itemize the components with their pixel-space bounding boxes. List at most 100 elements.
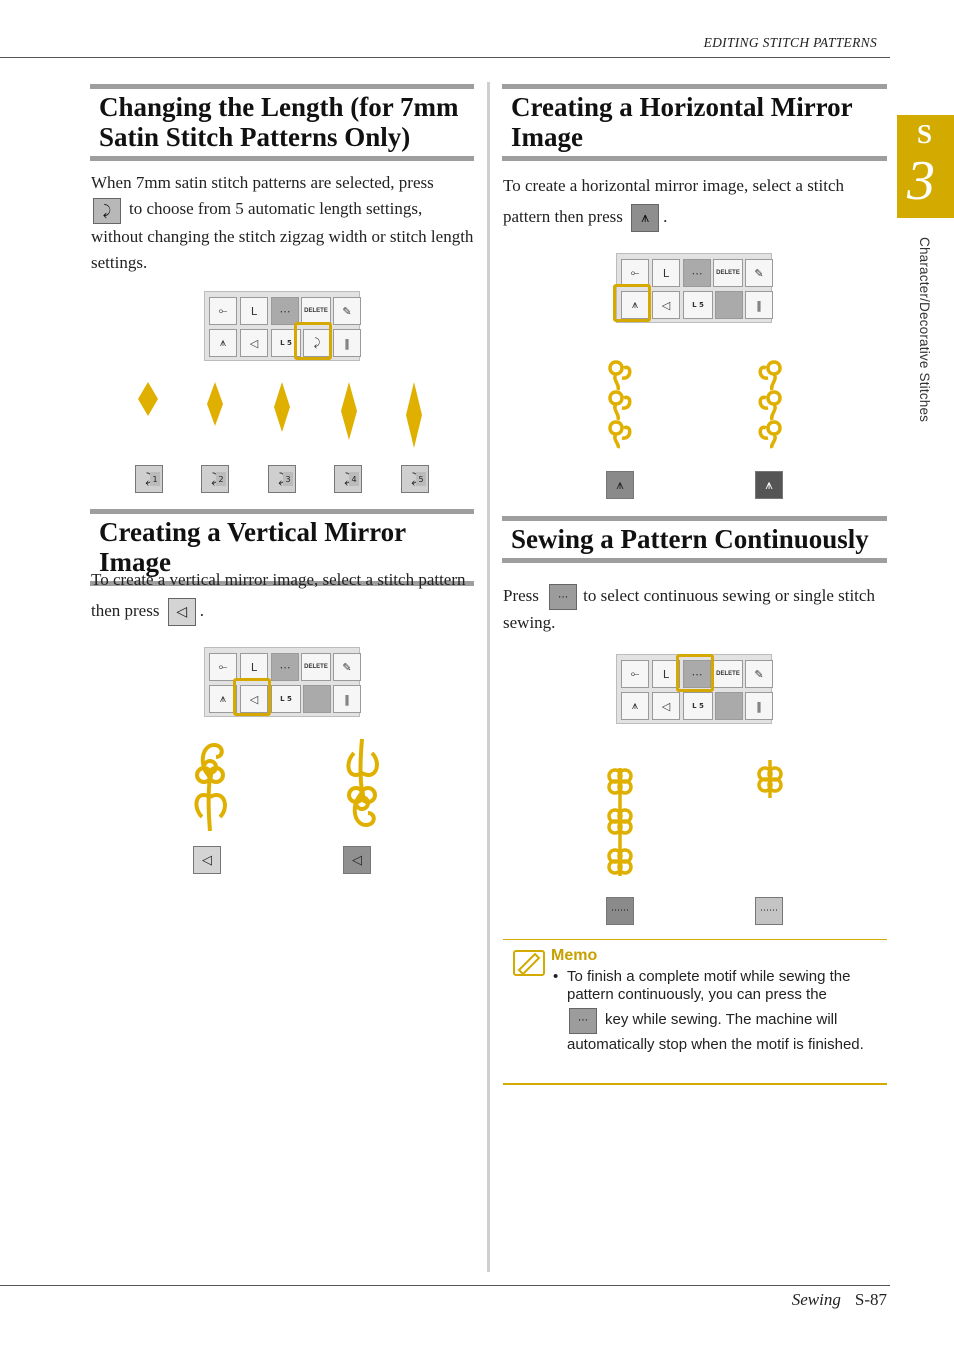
continuous-paragraph: Press ⋯to select continuous sewing or si… <box>503 583 888 635</box>
satin-diamond-1 <box>138 382 158 416</box>
top-rule <box>0 57 890 58</box>
continuous-on-icon: ⋯⋯ <box>606 897 634 925</box>
continuous-off-icon: ⋯⋯ <box>755 897 783 925</box>
running-head: EDITING STITCH PATTERNS <box>703 35 877 50</box>
pencil-icon: ✎ <box>333 297 361 325</box>
memo-box: Memo • To finish a complete motif while … <box>503 939 887 1085</box>
motif-chain-mirrored <box>758 360 782 449</box>
motif-continuous <box>607 768 633 876</box>
satin-diamond-5 <box>406 382 422 448</box>
thread-icon: ⟜ <box>209 297 237 325</box>
chapter-number: 3 <box>907 150 935 212</box>
horizontal-text: To create a horizontal mirror image, sel… <box>503 176 845 226</box>
vertical-mirror-key: ◁ <box>240 329 268 357</box>
continuous-key: ⋯ <box>271 297 299 325</box>
section-heading-continuous: Sewing a Pattern Continuously <box>502 516 887 563</box>
horizontal-mirror-key: ⩚ <box>621 692 649 720</box>
horizontal-mirror-key: ⩚ <box>621 291 649 319</box>
memo-bullet: • <box>553 968 559 985</box>
bottom-rule <box>0 1285 890 1286</box>
vertical-mirror-key: ◁ <box>240 685 268 713</box>
length-text-a: When 7mm satin stitch patterns are selec… <box>91 173 434 192</box>
length-setting-1-icon: ⤸1 <box>135 465 163 493</box>
edit-panel-length: ⟜ ᒪ ⋯ DELETE ✎ ⩚ ◁ L 5 ⤸ ‖ <box>204 291 361 361</box>
vertical-paragraph: To create a vertical mirror image, selec… <box>91 564 476 627</box>
thread-icon: ⟜ <box>621 660 649 688</box>
pencil-icon: ✎ <box>745 660 773 688</box>
vertical-mirror-key: ◁ <box>652 692 680 720</box>
column-divider <box>487 82 490 1272</box>
continuous-key-inline-icon: ⋯ <box>569 1008 597 1034</box>
length-display: L 5 <box>271 685 301 713</box>
length-text-b: to choose from 5 automatic length settin… <box>91 199 474 273</box>
memo-text-b: key while sewing. The machine will autom… <box>567 1010 864 1053</box>
horizontal-mirror-on-icon: ⩚ <box>755 471 783 499</box>
satin-diamond-4 <box>341 382 357 440</box>
highlight-continuous-key <box>676 654 714 692</box>
section-heading-vertical: Creating a Vertical Mirror Image <box>90 509 474 586</box>
section-title-horizontal: Creating a Horizontal Mirror Image <box>511 92 853 152</box>
motif-flower-mirrored <box>346 738 379 828</box>
motif-chain-original <box>608 360 632 449</box>
length-setting-5-icon: ⤸5 <box>401 465 429 493</box>
needle-icon: ‖ <box>745 692 773 720</box>
stitch-preview-icon: ᒪ <box>652 660 680 688</box>
stitch-preview-icon: ᒪ <box>240 653 268 681</box>
highlight-length-key <box>294 322 332 360</box>
edit-panel-continuous: ⟜ ᒪ ⋯ DELETE ✎ ⩚ ◁ L 5 ‖ <box>616 654 773 724</box>
continuous-key: ⋯ <box>271 653 299 681</box>
length-key: ⤸ <box>303 329 331 357</box>
pencil-icon: ✎ <box>333 653 361 681</box>
horizontal-mirror-off-icon: ⩚ <box>606 471 634 499</box>
length-setting-2-icon: ⤸2 <box>201 465 229 493</box>
needle-icon: ‖ <box>333 329 361 357</box>
motif-flower-original <box>194 742 227 832</box>
motif-single <box>757 760 783 798</box>
thread-icon: ⟜ <box>621 259 649 287</box>
delete-key[interactable]: DELETE <box>301 653 331 681</box>
stitch-preview-icon: ᒪ <box>240 297 268 325</box>
vertical-text: To create a vertical mirror image, selec… <box>91 570 466 620</box>
memo-pencil-icon <box>513 950 545 976</box>
memo-title: Memo <box>551 947 598 964</box>
thread-icon: ⟜ <box>209 653 237 681</box>
horizontal-mirror-key: ⩚ <box>209 685 237 713</box>
section-heading-length: Changing the Length (for 7mm Satin Stitc… <box>90 84 474 161</box>
edit-panel-vertical: ⟜ ᒪ ⋯ DELETE ✎ ⩚ ◁ L 5 ‖ <box>204 647 361 717</box>
vertical-mirror-key: ◁ <box>652 291 680 319</box>
footer-section: Sewing <box>791 1290 841 1309</box>
needle-icon: ‖ <box>333 685 361 713</box>
highlight-horizontal-mirror-key <box>613 284 651 322</box>
length-setting-3-icon: ⤸3 <box>268 465 296 493</box>
section-title-vertical: Creating a Vertical Mirror Image <box>99 517 406 577</box>
section-title-continuous: Sewing a Pattern Continuously <box>511 524 869 554</box>
length-paragraph: When 7mm satin stitch patterns are selec… <box>91 170 476 276</box>
satin-diamond-3 <box>274 382 290 432</box>
horizontal-paragraph: To create a horizontal mirror image, sel… <box>503 170 888 233</box>
pencil-icon: ✎ <box>745 259 773 287</box>
delete-key[interactable]: DELETE <box>713 660 743 688</box>
highlight-vertical-mirror-key <box>233 678 271 716</box>
needle-icon: ‖ <box>745 291 773 319</box>
continuous-key: ⋯ <box>683 660 711 688</box>
length-display: L 5 <box>683 692 713 720</box>
continuous-text-pre: Press <box>503 586 539 605</box>
page-footer: Sewing S-87 <box>792 1290 887 1310</box>
continuous-sewing-icon: ⋯ <box>549 584 578 611</box>
delete-key[interactable]: DELETE <box>301 297 331 325</box>
satin-diamond-2 <box>207 382 223 426</box>
length-key-disabled <box>715 692 743 720</box>
footer-page-number: S-87 <box>854 1290 887 1309</box>
section-heading-horizontal: Creating a Horizontal Mirror Image <box>502 84 887 161</box>
horizontal-text-end: . <box>663 207 668 226</box>
vertical-mirror-off-icon: ◁ <box>193 846 221 874</box>
delete-key[interactable]: DELETE <box>713 259 743 287</box>
chapter-tab: S 3 <box>897 115 954 218</box>
horizontal-mirror-icon: ⩚ <box>631 204 660 233</box>
length-setting-4-icon: ⤸4 <box>334 465 362 493</box>
chapter-side-label: Character/Decorative Stitches <box>917 237 932 423</box>
chapter-letter: S <box>917 119 933 149</box>
vertical-mirror-icon: ◁ <box>167 598 196 627</box>
length-key-disabled <box>715 291 743 319</box>
continuous-text-post: to select continuous sewing or single st… <box>503 586 875 633</box>
